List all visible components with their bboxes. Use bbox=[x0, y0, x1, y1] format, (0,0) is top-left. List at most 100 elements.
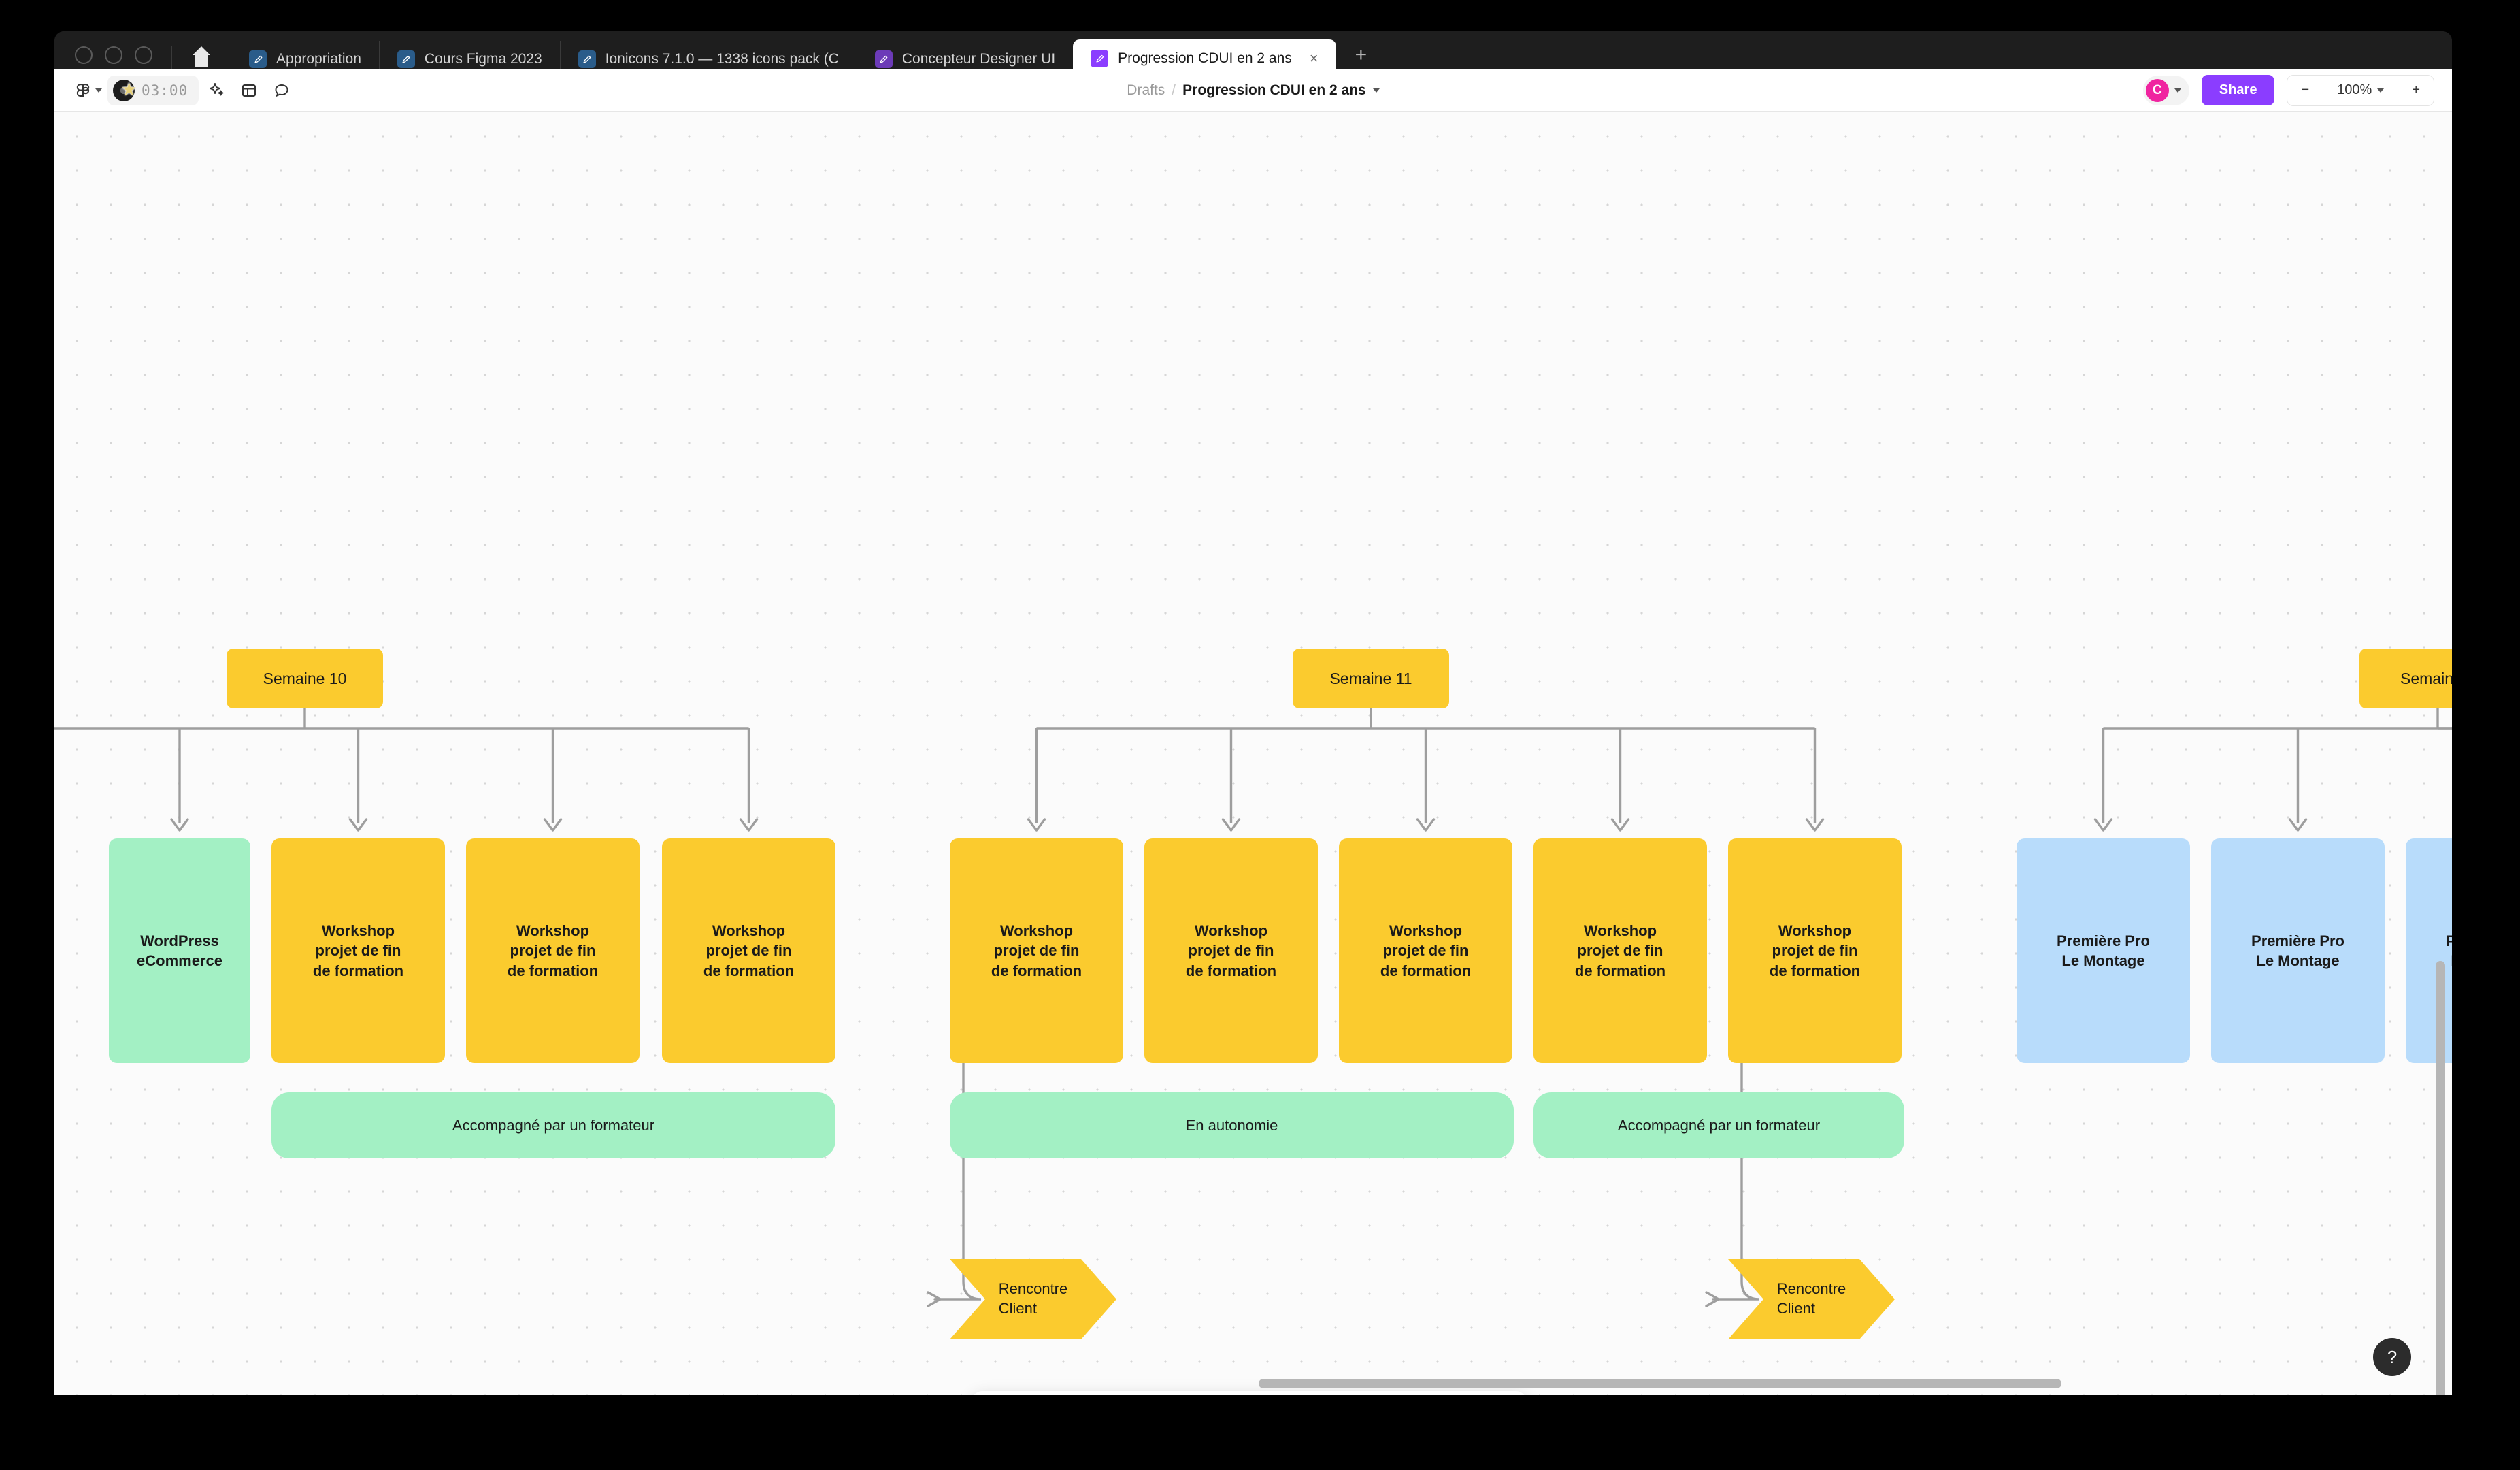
page-title[interactable]: Progression CDUI en 2 ans bbox=[1182, 82, 1366, 98]
browser-window: Appropriation Cours Figma 2023 Ionicons 7.… bbox=[54, 31, 2452, 1395]
widgets-icon bbox=[1377, 1394, 1472, 1396]
timer-value: 03:00 bbox=[142, 82, 188, 99]
chevron-down-icon[interactable] bbox=[1372, 88, 1380, 93]
figjam-toolbar: ★ 03:00 bbox=[54, 69, 2452, 112]
collaborators[interactable]: C bbox=[2142, 75, 2189, 105]
zoom-in-button[interactable]: + bbox=[2412, 82, 2420, 97]
node-label: Semaine 10 bbox=[263, 669, 347, 687]
tab-label: Cours Figma 2023 bbox=[424, 51, 542, 67]
chevron-down-icon bbox=[95, 88, 102, 93]
chevron-down-icon bbox=[2377, 88, 2385, 93]
minimize-window-button[interactable] bbox=[105, 46, 122, 64]
creation-toolbar: + bbox=[972, 1391, 1527, 1395]
window-traffic-lights[interactable] bbox=[54, 46, 171, 78]
actions-button[interactable] bbox=[201, 76, 231, 105]
home-icon bbox=[193, 46, 210, 67]
week-node[interactable]: Semaine 10 bbox=[227, 649, 383, 708]
tab-label: Ionicons 7.1.0 — 1338 icons pack (C bbox=[605, 51, 839, 67]
comment-icon bbox=[275, 84, 288, 97]
close-window-button[interactable] bbox=[75, 46, 93, 64]
record-star-icon: ★ bbox=[113, 79, 137, 101]
week-node[interactable]: Semaine 11 bbox=[1293, 649, 1449, 708]
home-button[interactable] bbox=[172, 46, 231, 78]
figjam-icon bbox=[249, 50, 267, 68]
sticky-note-icon bbox=[1056, 1394, 1120, 1396]
figjam-canvas[interactable]: Semaine 10 Semaine 11 Semaine 1 WordPresseC… bbox=[54, 112, 2452, 1395]
tab-label: Concepteur Designer UI bbox=[901, 51, 1056, 67]
node-label: Accompagné par un formateur bbox=[452, 1116, 655, 1134]
breadcrumb-drafts[interactable]: Drafts bbox=[1127, 82, 1165, 98]
avatar: C bbox=[2145, 78, 2169, 102]
figjam-icon bbox=[397, 50, 415, 68]
browser-tab[interactable]: Concepteur Designer UI bbox=[856, 41, 1073, 78]
sparkle-icon bbox=[210, 82, 224, 95]
widgets-tool[interactable] bbox=[1377, 1394, 1472, 1396]
zoom-controls: − 100% + bbox=[2287, 74, 2434, 106]
main-menu-button[interactable] bbox=[69, 76, 105, 105]
horizontal-scrollbar[interactable] bbox=[1259, 1379, 2061, 1388]
divider bbox=[171, 46, 172, 78]
sections-button[interactable] bbox=[234, 76, 264, 105]
chevron-down-icon bbox=[2174, 88, 2181, 93]
mode-band[interactable]: Accompagné par un formateur bbox=[1533, 1092, 1904, 1158]
browser-tab[interactable]: Cours Figma 2023 bbox=[378, 41, 560, 78]
tab-label: Appropriation bbox=[276, 51, 361, 67]
mode-band[interactable]: En autonomie bbox=[950, 1092, 1514, 1158]
close-tab-button[interactable]: × bbox=[1309, 50, 1319, 67]
zoom-out-button[interactable]: − bbox=[2301, 82, 2310, 97]
sticky-note-tool[interactable] bbox=[1056, 1394, 1120, 1396]
breadcrumb-separator: / bbox=[1172, 82, 1176, 98]
figjam-icon bbox=[874, 50, 893, 68]
chevron-shape bbox=[1728, 1259, 1895, 1339]
timer-button[interactable]: ★ 03:00 bbox=[107, 75, 199, 105]
share-button[interactable]: Share bbox=[2201, 75, 2275, 105]
tab-label: Progression CDUI en 2 ans bbox=[1118, 50, 1292, 66]
shapes-icon bbox=[1124, 1394, 1178, 1396]
browser-tab[interactable]: Ionicons 7.1.0 — 1338 icons pack (C bbox=[559, 41, 857, 78]
node-label: Semaine 1 bbox=[2400, 669, 2452, 687]
browser-tab[interactable]: Appropriation bbox=[231, 41, 379, 78]
node-label: En autonomie bbox=[1185, 1116, 1278, 1134]
mode-band[interactable]: Accompagné par un formateur bbox=[271, 1092, 835, 1158]
week-node[interactable]: Semaine 1 bbox=[2359, 649, 2452, 708]
chevron-shape bbox=[950, 1259, 1116, 1339]
vertical-scrollbar[interactable] bbox=[2436, 961, 2445, 1395]
new-tab-button[interactable]: + bbox=[1355, 44, 1367, 66]
node-label: Semaine 11 bbox=[1329, 669, 1412, 687]
shapes-tool[interactable] bbox=[1124, 1394, 1178, 1396]
figma-logo-icon bbox=[76, 83, 90, 97]
zoom-level-value: 100% bbox=[2337, 82, 2372, 97]
comment-button[interactable] bbox=[267, 76, 297, 105]
zoom-level-button[interactable]: 100% bbox=[2323, 76, 2398, 105]
figjam-icon bbox=[1091, 50, 1109, 67]
node-label: Accompagné par un formateur bbox=[1617, 1116, 1821, 1134]
help-button[interactable]: ? bbox=[2373, 1338, 2411, 1376]
maximize-window-button[interactable] bbox=[135, 46, 152, 64]
